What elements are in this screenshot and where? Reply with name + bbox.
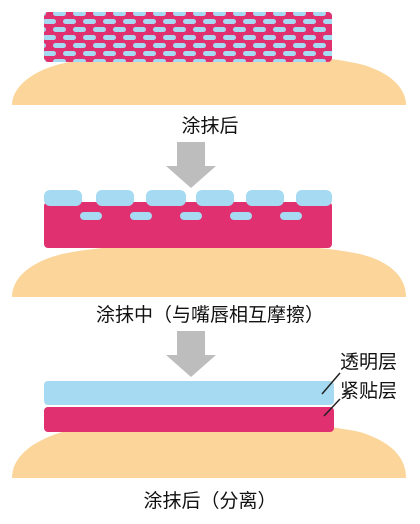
stage-2-illustration [12,190,406,297]
down-arrow-icon [166,331,216,377]
tight-layer-label: 紧贴层 [340,380,398,402]
transparent-layer [44,381,334,405]
stage-3-illustration [12,372,406,478]
stage-1-illustration [12,12,406,105]
lip-skin [12,53,406,105]
tight-layer [44,407,334,432]
tight-layer-leader-line [323,398,341,417]
separating-transparent-blobs [44,190,332,220]
lip-skin [12,244,406,297]
stage-2-caption: 涂抹中（与嘴唇相互摩擦） [95,304,324,326]
transparent-layer-label: 透明层 [340,351,398,373]
tight-lipstick-layer [44,202,332,248]
lip-skin [12,421,406,478]
stage-3-caption: 涂抹后（分离） [143,490,277,512]
transparent-layer-leader-line [321,372,341,395]
mixed-dots-pattern [44,12,332,62]
stage-1-caption: 涂抹后 [181,115,239,137]
down-arrow-icon [166,142,216,188]
